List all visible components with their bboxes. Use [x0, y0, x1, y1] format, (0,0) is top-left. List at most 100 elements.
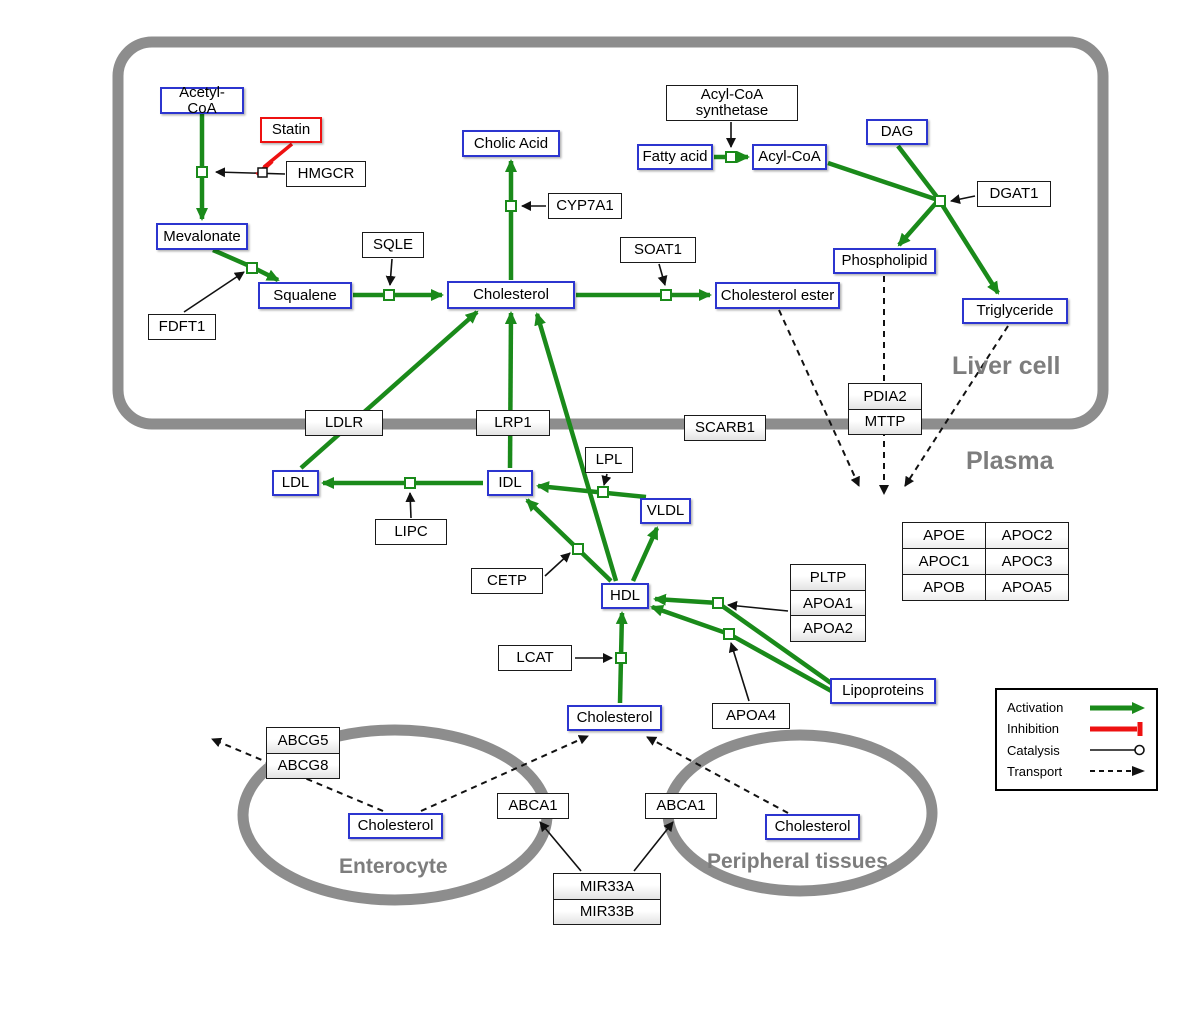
node-apoa2[interactable]: APOA2	[790, 615, 866, 643]
node-pltp[interactable]: PLTP	[790, 564, 866, 591]
node-abcg5[interactable]: ABCG5	[266, 727, 340, 754]
catalysis-lipc	[405, 492, 416, 519]
node-statin[interactable]: Statin	[260, 117, 322, 143]
node-cholesterol-plasma[interactable]: Cholesterol	[567, 705, 662, 731]
catalysis-circle-glyph	[1090, 744, 1145, 756]
transport-dashed-arrow-glyph	[1090, 766, 1145, 777]
legend-catalysis-row: Catalysis	[1007, 740, 1146, 761]
node-squalene[interactable]: Squalene	[258, 282, 352, 309]
node-abca1-enterocyte[interactable]: ABCA1	[497, 793, 569, 819]
edge-dgat1-triglyceride	[939, 201, 1000, 295]
legend-activation-row: Activation	[1007, 697, 1146, 718]
catalysis-dgat1	[950, 194, 976, 205]
legend-transport-row: Transport	[1007, 761, 1146, 782]
node-abcg8[interactable]: ABCG8	[266, 752, 340, 779]
apo-cell-apob[interactable]: APOB	[902, 574, 986, 601]
node-phospholipid[interactable]: Phospholipid	[833, 248, 936, 274]
node-abca1-peripheral[interactable]: ABCA1	[645, 793, 717, 819]
node-apoa4[interactable]: APOA4	[712, 703, 790, 729]
node-lipoproteins[interactable]: Lipoproteins	[830, 678, 936, 704]
node-hmgcr[interactable]: HMGCR	[286, 161, 366, 187]
edge-dgat1-phospholipid	[897, 201, 938, 247]
node-fatty-acid[interactable]: Fatty acid	[637, 144, 713, 170]
transport-peripheral-cholesterol-plasma	[646, 736, 789, 814]
node-cyp7a1[interactable]: CYP7A1	[548, 193, 622, 219]
catalysis-edges	[183, 122, 976, 872]
regulation-mir33-abca1-left	[539, 821, 582, 872]
catalysis-apoa4	[728, 642, 750, 702]
node-cholesterol-ester[interactable]: Cholesterol ester	[715, 282, 840, 309]
edge-idl-cholesterol-uptake	[504, 311, 517, 469]
catalysis-sqle	[385, 258, 396, 286]
edge-vldl-idl	[536, 481, 647, 500]
node-dgat1[interactable]: DGAT1	[977, 181, 1051, 207]
node-acyl-coa-synthetase[interactable]: Acyl-CoA synthetase	[666, 85, 798, 121]
legend-inhibition-row: Inhibition	[1007, 718, 1146, 739]
node-hdl[interactable]: HDL	[601, 583, 649, 609]
node-scarb1[interactable]: SCARB1	[684, 415, 766, 441]
node-lcat[interactable]: LCAT	[498, 645, 572, 671]
catalysis-hmgcr	[215, 167, 286, 178]
inhibition-tee-glyph	[1090, 721, 1143, 736]
legend: Activation Inhibition Catalysis Transpor…	[995, 688, 1158, 791]
abcg5-abcg8-box: ABCG5 ABCG8	[266, 727, 340, 779]
node-sqle[interactable]: SQLE	[362, 232, 424, 258]
legend-inhibition-label: Inhibition	[1007, 721, 1060, 737]
catalysis-cetp	[544, 552, 571, 577]
node-cholesterol-enterocyte[interactable]: Cholesterol	[348, 813, 443, 839]
regulation-mir33-abca1-right	[633, 821, 674, 872]
liver-cell-label: Liver cell	[952, 352, 1061, 380]
node-cetp[interactable]: CETP	[471, 568, 543, 594]
apolipoprotein-table: APOE APOC2 APOC1 APOC3 APOB APOA5	[902, 522, 1069, 601]
edge-mevalonate-squalene	[212, 247, 280, 283]
apo-cell-apoe[interactable]: APOE	[902, 522, 986, 549]
node-vldl[interactable]: VLDL	[640, 498, 691, 524]
node-cholesterol-peripheral[interactable]: Cholesterol	[765, 814, 860, 840]
node-lrp1[interactable]: LRP1	[476, 410, 550, 436]
node-mttp[interactable]: MTTP	[848, 408, 922, 435]
node-apoa1[interactable]: APOA1	[790, 589, 866, 617]
catalysis-fdft1	[183, 271, 245, 313]
node-pdia2[interactable]: PDIA2	[848, 383, 922, 410]
legend-catalysis-label: Catalysis	[1007, 742, 1060, 758]
plasma-label: Plasma	[966, 447, 1054, 475]
legend-transport-label: Transport	[1007, 763, 1063, 779]
catalysis-pltp-apoa	[727, 600, 789, 612]
catalysis-lpl	[601, 473, 612, 486]
node-ldlr[interactable]: LDLR	[305, 410, 383, 436]
edge-hdl-idl-cetp	[525, 498, 613, 583]
liver-cell-membrane	[112, 36, 1109, 430]
apo-cell-apoc1[interactable]: APOC1	[902, 548, 986, 575]
node-cholesterol-liver[interactable]: Cholesterol	[447, 281, 575, 309]
transport-enterocyte-cholesterol-plasma	[420, 735, 589, 812]
legend-activation-label: Activation	[1007, 700, 1064, 716]
node-triglyceride[interactable]: Triglyceride	[962, 298, 1068, 324]
mir33-box: MIR33A MIR33B	[553, 873, 661, 925]
apo-cell-apoc2[interactable]: APOC2	[985, 522, 1069, 549]
node-mevalonate[interactable]: Mevalonate	[156, 223, 248, 250]
node-acyl-coa[interactable]: Acyl-CoA	[752, 144, 827, 170]
node-cholic-acid[interactable]: Cholic Acid	[462, 130, 560, 157]
node-idl[interactable]: IDL	[487, 470, 533, 496]
pltp-apoa1-apoa2-box: PLTP APOA1 APOA2	[790, 564, 866, 643]
node-mir33a[interactable]: MIR33A	[553, 873, 661, 900]
reaction-nodes	[196, 151, 946, 664]
activation-arrow-glyph	[1090, 701, 1145, 714]
node-lpl[interactable]: LPL	[585, 447, 633, 473]
transport-cholesterolester-plasma	[778, 309, 860, 487]
node-soat1[interactable]: SOAT1	[620, 237, 696, 263]
node-ldl[interactable]: LDL	[272, 470, 319, 496]
enterocyte-label: Enterocyte	[339, 855, 448, 878]
node-acetyl-coa[interactable]: Acetyl-CoA	[160, 84, 244, 116]
edge-hdl-cholesterol-uptake	[534, 312, 619, 582]
apo-cell-apoa5[interactable]: APOA5	[985, 574, 1069, 601]
node-lipc[interactable]: LIPC	[375, 519, 447, 545]
node-fdft1[interactable]: FDFT1	[148, 314, 216, 340]
apo-cell-apoc3[interactable]: APOC3	[985, 548, 1069, 575]
edge-ldl-cholesterol-uptake	[299, 310, 479, 470]
node-dag[interactable]: DAG	[866, 119, 928, 145]
catalysis-anchor-square	[257, 167, 268, 178]
node-mir33b[interactable]: MIR33B	[553, 898, 661, 925]
